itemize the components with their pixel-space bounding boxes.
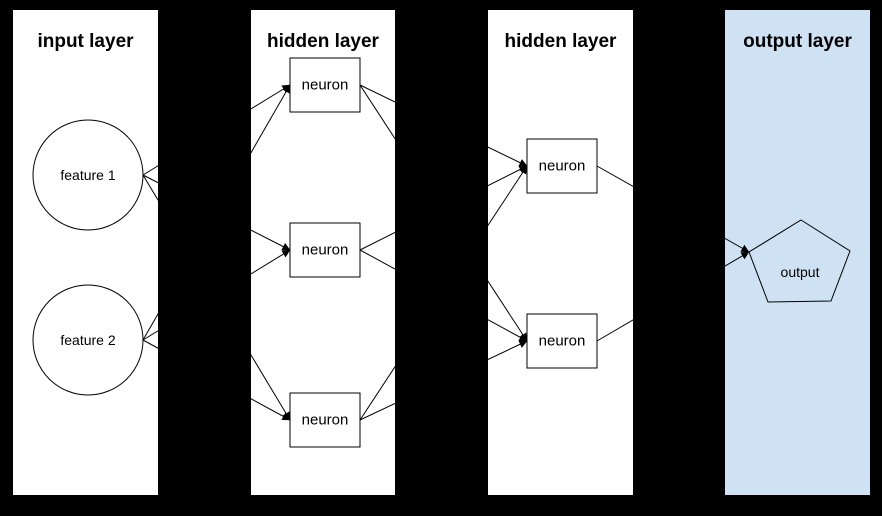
panel-output-layer: output layer	[725, 10, 870, 495]
node-label-feature-1: feature 1	[60, 167, 116, 183]
panel-title-output: output layer	[743, 31, 852, 52]
panel-title-input: input layer	[37, 31, 134, 52]
panel-title-hidden-1: hidden layer	[267, 31, 379, 52]
node-label-h1-neuron-2: neuron	[301, 241, 349, 259]
node-label-output: output	[780, 264, 820, 280]
node-label-h1-neuron-1: neuron	[301, 76, 349, 94]
panel-hidden-layer-2: hidden layer	[488, 10, 633, 495]
connections-layer	[142, 84, 750, 421]
node-label-h2-neuron-1: neuron	[538, 157, 586, 175]
node-label-h2-neuron-2: neuron	[538, 332, 586, 350]
node-label-h1-neuron-3: neuron	[301, 411, 349, 429]
node-label-feature-2: feature 2	[60, 332, 116, 348]
panel-input-layer: input layer	[13, 10, 158, 495]
panel-title-hidden-2: hidden layer	[504, 31, 617, 52]
